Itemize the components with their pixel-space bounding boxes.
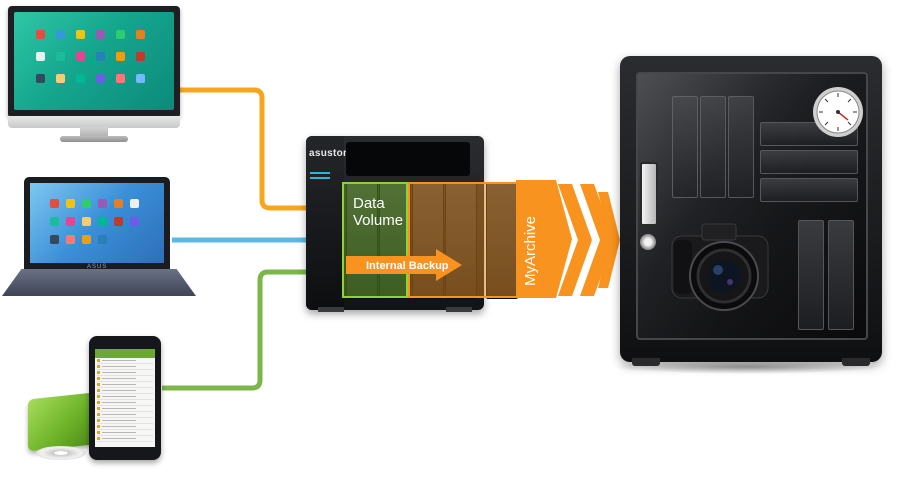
nas-foot xyxy=(318,307,344,312)
cabinet-handle-icon xyxy=(640,162,658,226)
data-volume-zone xyxy=(342,182,408,298)
gauge-icon xyxy=(813,87,863,137)
data-volume-label: Data Volume xyxy=(353,195,404,229)
nas-front-panel xyxy=(306,136,344,310)
internal-backup-label: Internal Backup xyxy=(366,260,449,272)
mobile-connection-line xyxy=(162,269,330,391)
laptop-screen xyxy=(30,183,164,263)
transfer-chevrons-icon xyxy=(558,184,620,296)
desktop-chin xyxy=(8,116,180,128)
desktop-foot xyxy=(60,136,128,142)
nas-lcd-panel xyxy=(346,142,470,176)
nas-status-led xyxy=(310,172,330,174)
camera-icon xyxy=(671,223,769,311)
cabinet-foot xyxy=(842,358,870,366)
laptop-keyboard-base xyxy=(2,269,196,296)
smartphone-screen xyxy=(95,349,155,447)
cabinet-lock-icon xyxy=(640,234,656,250)
cabinet-foot xyxy=(632,358,660,366)
optical-disc-icon xyxy=(36,446,86,460)
nas-brand: asustor xyxy=(309,148,348,159)
laptop-logo: ASUS xyxy=(87,264,108,270)
external-hdd-icon xyxy=(28,392,94,452)
nas-drive-bay xyxy=(412,183,444,299)
internal-backup-arrow-icon xyxy=(346,249,462,281)
desktop-screen xyxy=(14,12,174,110)
myarchive-label: MyArchive xyxy=(522,215,539,286)
nas-foot xyxy=(446,307,472,312)
cabinet-shadow xyxy=(612,360,882,374)
myarchive-band xyxy=(516,180,572,298)
myarchive-zone xyxy=(408,182,520,298)
desktop-connection-line xyxy=(180,87,330,211)
nas-status-led xyxy=(310,177,330,179)
nas-drive-bay xyxy=(445,183,477,299)
